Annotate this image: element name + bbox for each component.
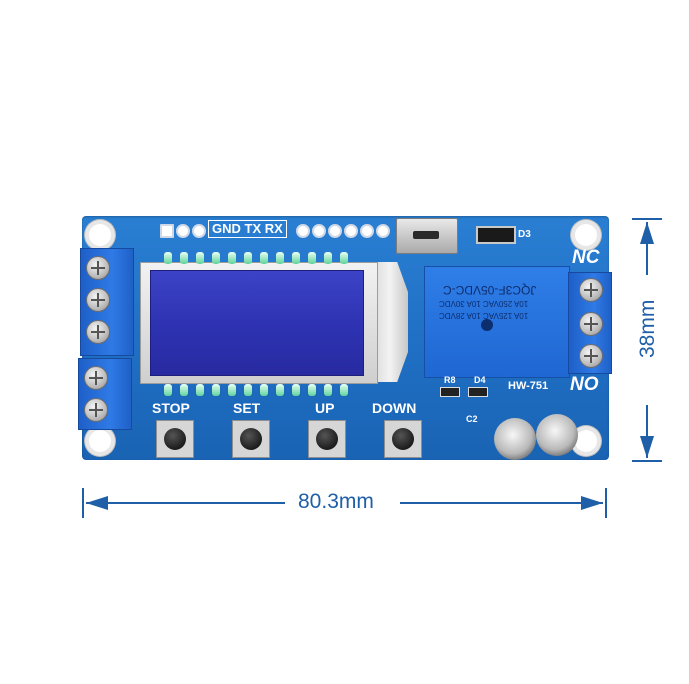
d4-label: D4 (474, 375, 486, 385)
lcd-pin (244, 252, 252, 264)
lcd-pin (212, 252, 220, 264)
lcd-pin (292, 384, 300, 396)
header-pin-label: GND TX RX (208, 220, 287, 238)
capacitor (536, 414, 578, 456)
header-pad (360, 224, 374, 238)
terminal-screw (579, 312, 603, 336)
lcd-pin (292, 252, 300, 264)
terminal-screw (86, 288, 110, 312)
button-cap (164, 428, 186, 450)
micro-usb-port (396, 218, 458, 254)
lcd-pin (308, 252, 316, 264)
button-label-stop: STOP (152, 400, 190, 416)
up-button (308, 420, 346, 458)
header-pad (376, 224, 390, 238)
relay-rating-text: 10A 250VAC 10A 30VDC (439, 299, 529, 308)
header-pad (296, 224, 310, 238)
mounting-hole-top-left (89, 224, 111, 246)
terminal-screw (579, 344, 603, 368)
lcd-pin (276, 252, 284, 264)
resistor-r8 (440, 387, 460, 397)
lcd-pin (340, 252, 348, 264)
header-pad (160, 224, 174, 238)
relay-cert-mark (481, 319, 493, 331)
lcd-pin (164, 252, 172, 264)
nc-label: NC (572, 247, 600, 268)
relay-model-text: JQC3F-05VDC-C (443, 283, 537, 297)
lcd-pin (228, 384, 236, 396)
relay: JQC3F-05VDC-C 10A 250VAC 10A 30VDC 10A 1… (424, 266, 570, 378)
header-pad (192, 224, 206, 238)
header-pad (176, 224, 190, 238)
lcd-pin (180, 252, 188, 264)
terminal-screw (84, 398, 108, 422)
capacitor (494, 418, 536, 460)
terminal-screw (86, 320, 110, 344)
terminal-screw (86, 256, 110, 280)
lcd-pin (324, 252, 332, 264)
no-label: NO (570, 374, 599, 395)
lcd-pin (340, 384, 348, 396)
board-model-label: HW-751 (508, 380, 549, 392)
lcd-pin (212, 384, 220, 396)
header-pad (312, 224, 326, 238)
lcd-pin (260, 252, 268, 264)
width-dimension-label: 80.3mm (298, 490, 374, 513)
c2-label: C2 (466, 414, 478, 424)
lcd-pin (180, 384, 188, 396)
lcd-pin (308, 384, 316, 396)
terminal-screw (84, 366, 108, 390)
lcd-pin (196, 384, 204, 396)
r8-label: R8 (444, 375, 456, 385)
mounting-hole-bottom-right (575, 430, 597, 452)
mounting-hole-bottom-left (89, 430, 111, 452)
lcd-backlight-edge (372, 262, 408, 382)
lcd-pin (324, 384, 332, 396)
d3-label: D3 (518, 229, 531, 240)
header-pad (328, 224, 342, 238)
button-label-set: SET (233, 400, 261, 416)
terminal-block-2pin (78, 358, 132, 430)
terminal-screw (579, 278, 603, 302)
stop-button (156, 420, 194, 458)
lcd-pin (228, 252, 236, 264)
usb-opening (413, 231, 439, 239)
diode-d3 (476, 226, 516, 244)
lcd-pin (260, 384, 268, 396)
button-cap (316, 428, 338, 450)
set-button (232, 420, 270, 458)
height-dimension-label: 38mm (636, 299, 659, 358)
mounting-hole-top-right (575, 224, 597, 246)
header-pad (344, 224, 358, 238)
lcd-pin (276, 384, 284, 396)
button-cap (240, 428, 262, 450)
lcd-pin (164, 384, 172, 396)
lcd-pin (196, 252, 204, 264)
button-cap (392, 428, 414, 450)
lcd-screen (150, 270, 364, 376)
button-label-up: UP (315, 400, 335, 416)
button-label-down: DOWN (372, 400, 417, 416)
lcd-pin (244, 384, 252, 396)
diode-d4 (468, 387, 488, 397)
down-button (384, 420, 422, 458)
